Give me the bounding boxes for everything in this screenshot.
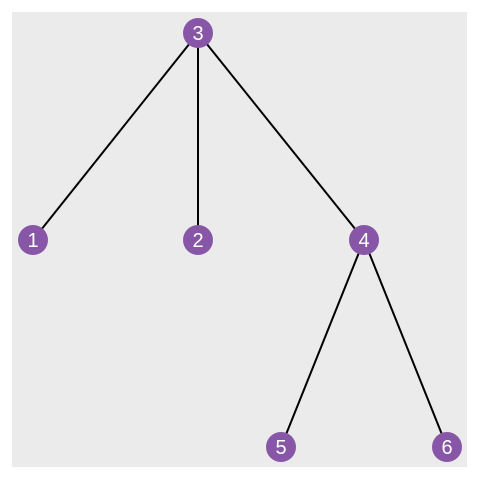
node-circle-6: [432, 432, 462, 462]
edge-layer: [32, 32, 448, 448]
node-circle-1: [18, 225, 48, 255]
node-label-6: 6: [441, 437, 452, 459]
edge-3-1: [32, 32, 199, 241]
node-3: 3: [183, 18, 213, 48]
node-label-5: 5: [275, 437, 286, 459]
node-1: 1: [18, 225, 48, 255]
node-5: 5: [266, 432, 296, 462]
node-circle-4: [349, 225, 379, 255]
node-circle-5: [266, 432, 296, 462]
node-6: 6: [432, 432, 462, 462]
edge-3-4: [197, 32, 365, 241]
node-label-3: 3: [192, 23, 203, 45]
node-circle-2: [183, 225, 213, 255]
node-label-4: 4: [358, 230, 369, 252]
edge-4-6: [363, 239, 448, 448]
node-2: 2: [183, 225, 213, 255]
node-label-1: 1: [27, 230, 38, 252]
node-layer: 3 1 2 4 5 6: [18, 18, 462, 462]
node-label-2: 2: [192, 230, 203, 252]
node-circle-3: [183, 18, 213, 48]
edge-4-5: [280, 239, 365, 448]
plot-panel: [12, 12, 467, 467]
node-4: 4: [349, 225, 379, 255]
